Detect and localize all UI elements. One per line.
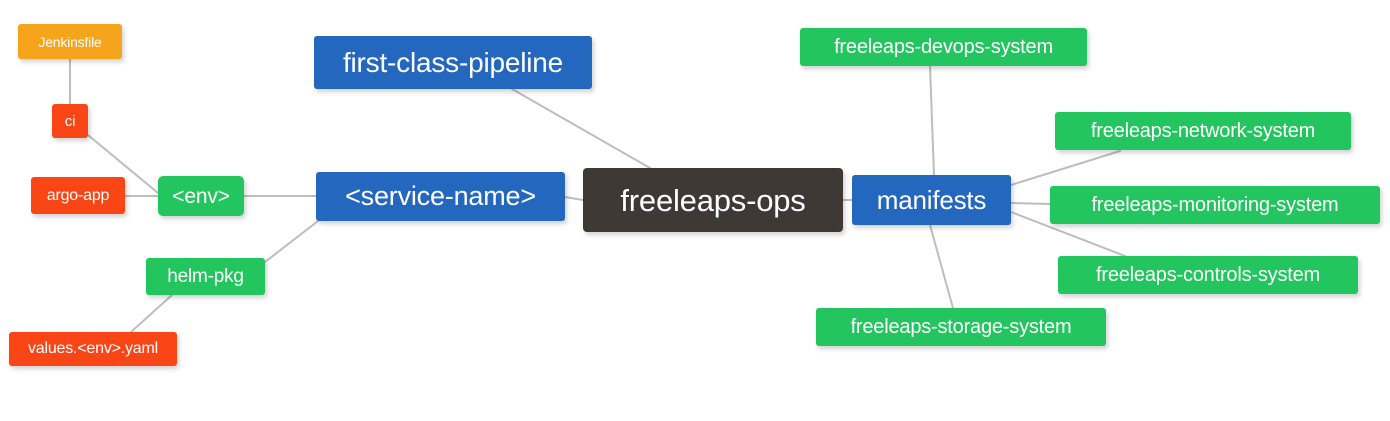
edge-helm-pkg-to-values-yaml (130, 294, 173, 333)
node-label-service-name: <service-name> (345, 181, 536, 211)
node-freeleaps-ops[interactable]: freeleaps-ops (583, 168, 843, 232)
node-label-argo-app: argo-app (46, 186, 110, 204)
edge-service-name-to-freeleaps-ops (564, 196, 584, 201)
node-freeleaps-monitoring-system[interactable]: freeleaps-monitoring-system (1050, 186, 1380, 224)
node-label-freeleaps-devops-system: freeleaps-devops-system (834, 36, 1053, 58)
node-label-freeleaps-controls-system: freeleaps-controls-system (1096, 264, 1320, 286)
edge-manifests-to-freeleaps-devops-system (929, 65, 935, 176)
node-argo-app[interactable]: argo-app (31, 177, 125, 214)
node-freeleaps-storage-system[interactable]: freeleaps-storage-system (816, 308, 1106, 346)
edge-first-class-pipeline-to-freeleaps-ops (511, 88, 651, 169)
node-label-env: <env> (172, 184, 230, 208)
node-label-freeleaps-network-system: freeleaps-network-system (1090, 120, 1316, 142)
edge-manifests-to-freeleaps-monitoring-system (1010, 202, 1051, 205)
node-freeleaps-network-system[interactable]: freeleaps-network-system (1055, 112, 1351, 150)
node-env[interactable]: <env> (158, 176, 244, 216)
node-label-ci: ci (64, 112, 76, 130)
node-label-manifests: manifests (876, 185, 987, 215)
node-label-first-class-pipeline: first-class-pipeline (342, 46, 564, 78)
node-jenkinsfile[interactable]: Jenkinsfile (18, 24, 122, 59)
node-values-yaml[interactable]: values.<env>.yaml (9, 332, 177, 366)
node-service-name[interactable]: <service-name> (316, 172, 565, 221)
edge-manifests-to-freeleaps-network-system (1010, 150, 1121, 186)
node-freeleaps-controls-system[interactable]: freeleaps-controls-system (1058, 256, 1358, 294)
node-label-values-yaml: values.<env>.yaml (27, 340, 158, 357)
edge-manifests-to-freeleaps-storage-system (929, 224, 954, 309)
node-label-jenkinsfile: Jenkinsfile (38, 33, 102, 50)
node-ci[interactable]: ci (52, 104, 88, 138)
node-label-helm-pkg: helm-pkg (167, 266, 244, 287)
node-label-freeleaps-storage-system: freeleaps-storage-system (850, 316, 1072, 338)
node-label-freeleaps-monitoring-system: freeleaps-monitoring-system (1091, 194, 1339, 216)
node-manifests[interactable]: manifests (852, 175, 1011, 225)
node-first-class-pipeline[interactable]: first-class-pipeline (314, 36, 592, 89)
node-helm-pkg[interactable]: helm-pkg (146, 258, 265, 295)
edge-service-name-to-helm-pkg (264, 220, 319, 263)
node-label-freeleaps-ops: freeleaps-ops (620, 182, 806, 218)
node-freeleaps-devops-system[interactable]: freeleaps-devops-system (800, 28, 1087, 66)
